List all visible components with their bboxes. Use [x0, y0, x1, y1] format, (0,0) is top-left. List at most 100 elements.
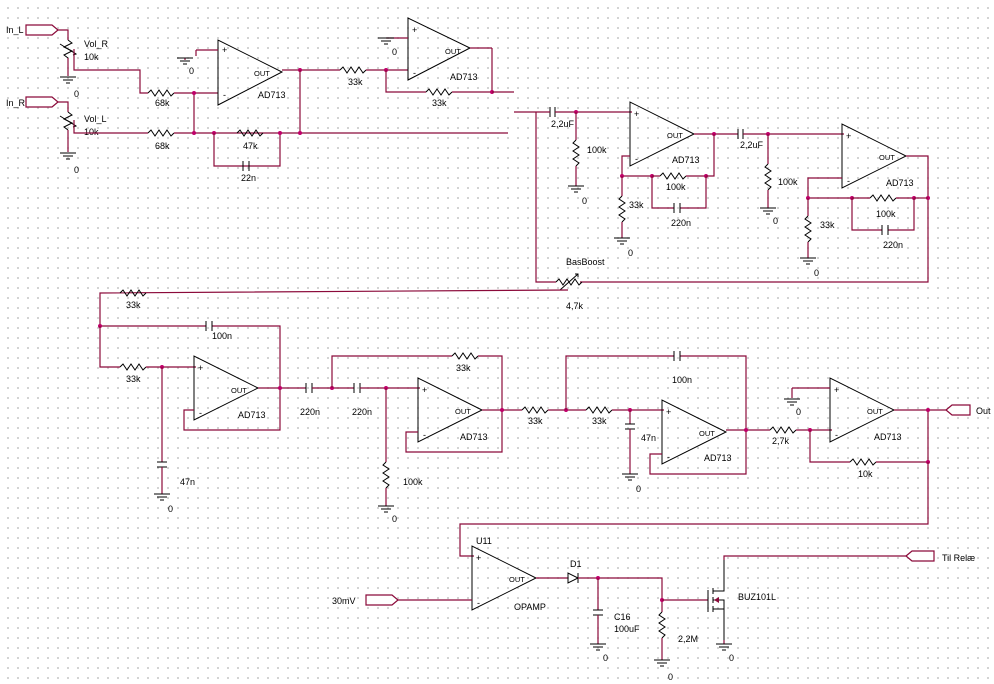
svg-text:33k: 33k	[432, 98, 447, 108]
svg-text:33k: 33k	[126, 374, 141, 384]
opamp-ad713-1: + - OUT AD713	[217, 39, 286, 106]
svg-text:OUT: OUT	[254, 69, 270, 78]
capacitor-220n-b: 220n	[881, 225, 903, 250]
ground-symbol	[614, 237, 630, 245]
resistor-47k: 47k	[236, 129, 264, 151]
svg-text:AD713: AD713	[258, 90, 286, 100]
resistor-2-7k: 2,7k	[769, 426, 797, 446]
ground-symbol	[654, 659, 670, 667]
resistor-10k: 10k	[849, 458, 877, 479]
svg-text:OUT: OUT	[667, 131, 683, 140]
opamp-ad713-2: + - OUT AD713	[407, 17, 478, 82]
capacitor-2-2uf-a: 2,2uF	[549, 107, 575, 129]
vol-l-value: 10k	[84, 127, 99, 137]
svg-text:2,2uF: 2,2uF	[551, 119, 575, 129]
basboost-value: 4,7k	[566, 301, 584, 311]
svg-text:+: +	[666, 407, 671, 417]
svg-text:100k: 100k	[876, 209, 896, 219]
svg-text:OUT: OUT	[699, 429, 715, 438]
resistor-33k-left: 33k	[119, 363, 147, 384]
svg-text:220n: 220n	[352, 407, 372, 417]
resistor-2-2m: 2,2M	[658, 611, 698, 644]
svg-text:-: -	[635, 154, 638, 164]
basboost-name: BasBoost	[566, 257, 605, 267]
svg-text:100k: 100k	[587, 145, 607, 155]
ground-symbol	[60, 152, 76, 160]
svg-text:0: 0	[773, 216, 778, 226]
svg-text:0: 0	[668, 672, 673, 682]
svg-text:-: -	[667, 452, 670, 462]
svg-text:0: 0	[392, 514, 397, 524]
resistor-68k-b: 68k	[147, 129, 175, 151]
port-30mv[interactable]: 30mV	[332, 594, 399, 606]
ground-symbol	[760, 207, 776, 215]
svg-text:100k: 100k	[666, 182, 686, 192]
svg-text:+: +	[222, 45, 227, 55]
svg-text:OUT: OUT	[455, 407, 471, 416]
mosfet-buz101l: BUZ101L	[707, 560, 776, 640]
opamp-ad713-8: + - OUT AD713	[829, 377, 902, 443]
svg-text:33k: 33k	[629, 200, 644, 210]
capacitor-47n-a: 47n	[157, 461, 195, 487]
svg-text:AD713: AD713	[238, 410, 266, 420]
svg-text:-: -	[199, 408, 202, 418]
svg-text:10k: 10k	[858, 469, 873, 479]
svg-text:47k: 47k	[243, 141, 258, 151]
svg-text:-: -	[223, 90, 226, 100]
svg-text:0: 0	[392, 47, 397, 57]
ground-symbol	[716, 643, 732, 651]
svg-text:-: -	[847, 176, 850, 186]
resistor-33k-b: 33k	[804, 215, 835, 243]
svg-text:0: 0	[796, 407, 801, 417]
resistor-33k-top: 33k	[119, 289, 147, 310]
svg-text:100n: 100n	[212, 331, 232, 341]
svg-text:220n: 220n	[300, 407, 320, 417]
opamp-u11-ref: U11	[476, 536, 492, 546]
port-in-r[interactable]: In_R	[6, 96, 59, 108]
svg-text:33k: 33k	[456, 363, 471, 373]
svg-text:0: 0	[636, 484, 641, 494]
port-30mv-label: 30mV	[332, 596, 356, 606]
resistor-100k-a: 100k	[572, 139, 607, 167]
svg-text:AD713: AD713	[874, 432, 902, 442]
svg-text:0: 0	[168, 504, 173, 514]
svg-text:OUT: OUT	[867, 407, 883, 416]
ground-symbol	[784, 398, 800, 406]
svg-text:100k: 100k	[403, 477, 423, 487]
svg-text:0: 0	[74, 165, 79, 175]
potentiometer-basboost[interactable]: BasBoost 4,7k	[555, 257, 605, 311]
ground-symbol	[590, 643, 606, 651]
svg-text:AD713: AD713	[672, 155, 700, 165]
capacitor-c16: C16 100uF	[593, 609, 640, 634]
port-in-l[interactable]: In_L	[6, 24, 59, 36]
c16-value: 100uF	[614, 624, 640, 634]
svg-text:+: +	[834, 385, 839, 395]
resistor-33k-mid: 33k	[339, 66, 367, 87]
opamp-u11: + - OUT U11 OPAMP	[471, 536, 546, 612]
vol-r-value: 10k	[84, 52, 99, 62]
vol-r-name: Vol_R	[84, 39, 109, 49]
svg-text:68k: 68k	[155, 141, 170, 151]
svg-text:2,2M: 2,2M	[678, 634, 698, 644]
svg-text:33k: 33k	[348, 77, 363, 87]
svg-text:0: 0	[189, 66, 194, 76]
svg-text:OUT: OUT	[445, 47, 461, 56]
port-out[interactable]: Out	[945, 404, 991, 416]
ground-symbol	[154, 493, 170, 501]
capacitor-100n-b: 100n	[672, 351, 692, 385]
port-til-relae[interactable]: Til Relæ	[905, 550, 975, 563]
svg-text:47n: 47n	[180, 477, 195, 487]
opamp-ad713-5: + - OUT AD713	[193, 355, 266, 421]
svg-text:-: -	[835, 430, 838, 440]
c16-name: C16	[614, 612, 631, 622]
ground-symbol	[568, 185, 584, 193]
opamp-u11-part: OPAMP	[514, 602, 546, 612]
port-in-r-label: In_R	[6, 98, 26, 108]
svg-text:0: 0	[582, 196, 587, 206]
capacitor-22n: 22n	[241, 161, 256, 183]
svg-text:BUZ101L: BUZ101L	[738, 592, 776, 602]
resistor-100k-fb-a: 100k	[659, 172, 687, 192]
svg-text:2,7k: 2,7k	[772, 436, 790, 446]
